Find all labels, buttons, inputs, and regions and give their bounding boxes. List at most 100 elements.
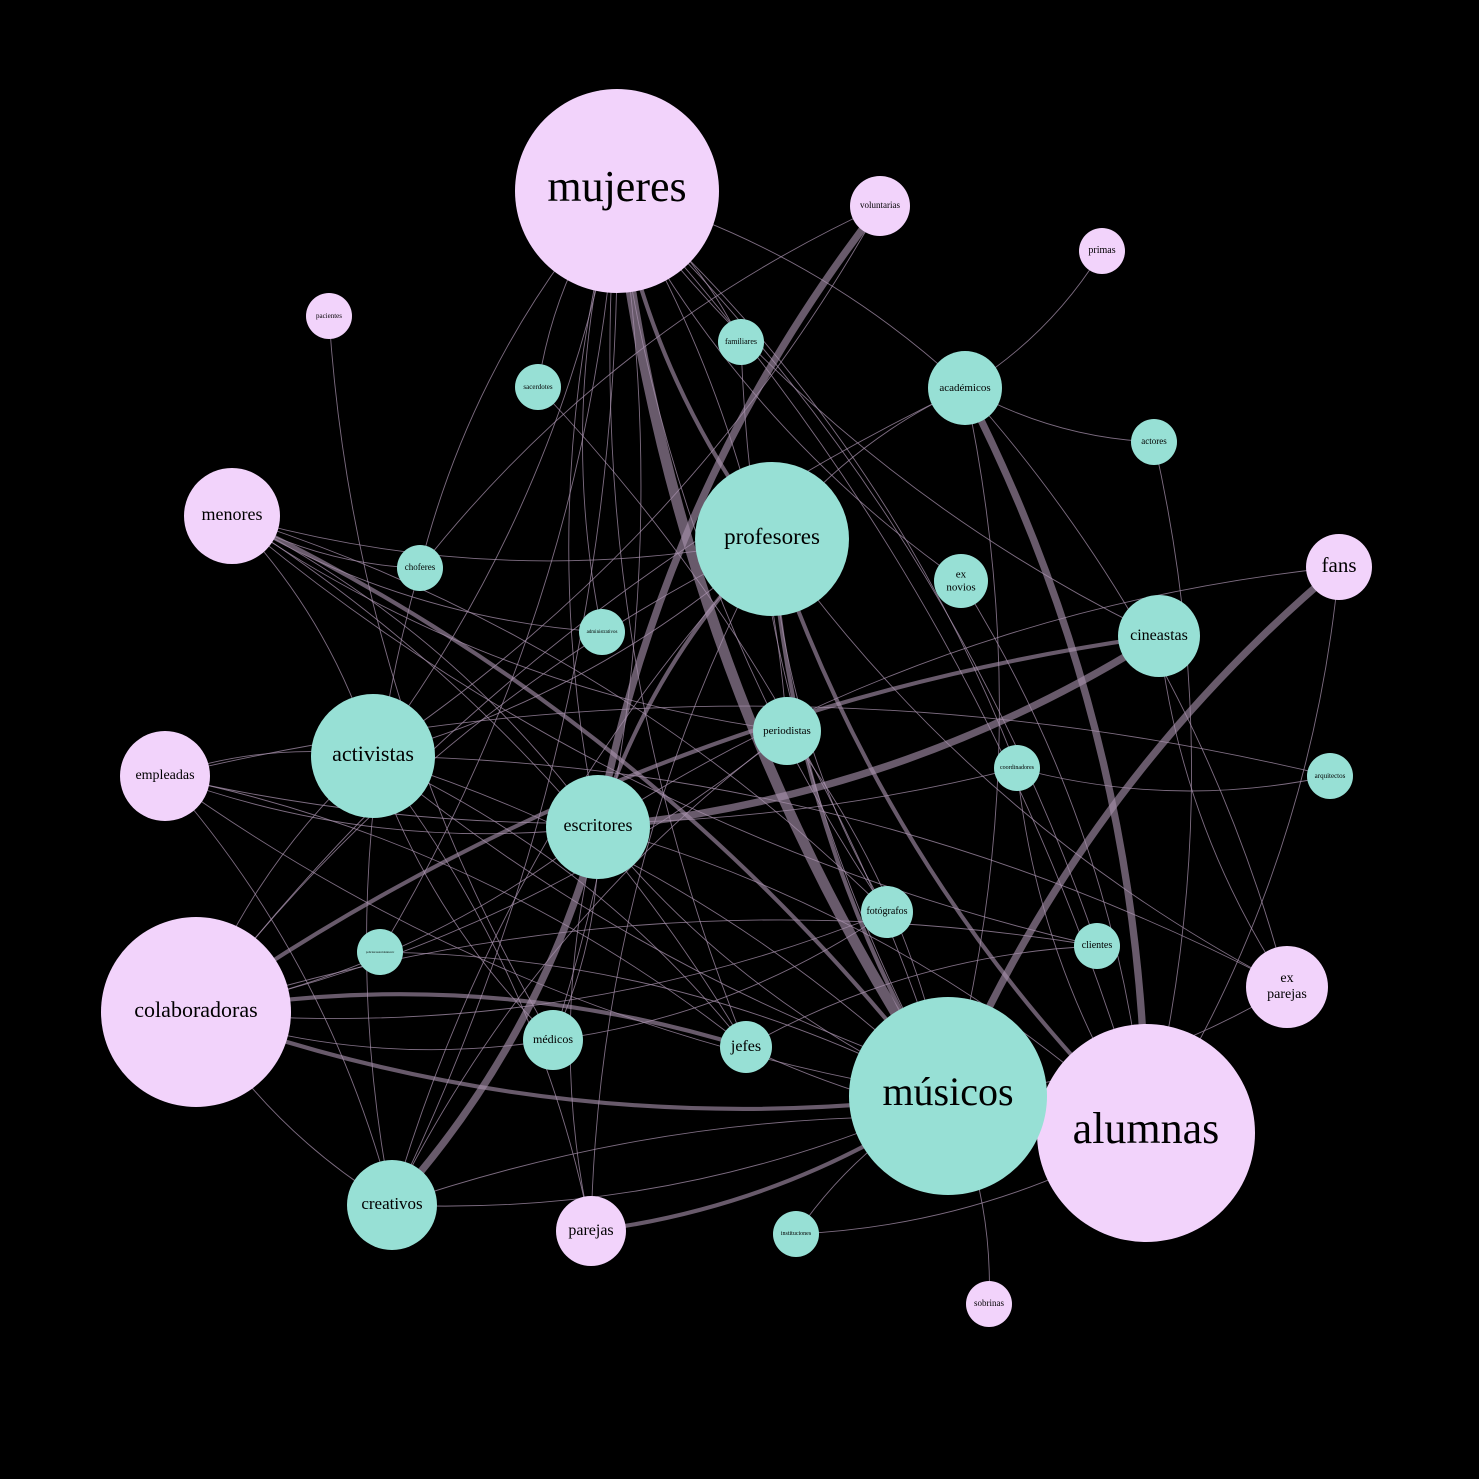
node-cineastas[interactable]: cineastas — [1118, 595, 1200, 677]
node-circle-menores[interactable] — [184, 468, 280, 564]
node-label-actores: actores — [1141, 436, 1167, 446]
node-circle-escritores[interactable] — [546, 775, 650, 879]
node-empleadas[interactable]: empleadas — [120, 731, 210, 821]
node-circle-fans[interactable] — [1306, 534, 1372, 600]
node-circle-familiares[interactable] — [718, 319, 764, 365]
node-instituciones[interactable]: instituciones — [773, 1211, 819, 1257]
node-circle-empleadas[interactable] — [120, 731, 210, 821]
edge-alumnas-academicos — [961, 386, 1150, 1134]
node-circle-fotografos[interactable] — [861, 886, 913, 938]
node-colaboradoras[interactable]: colaboradoras — [101, 917, 291, 1107]
node-musicos[interactable]: músicos — [849, 997, 1047, 1195]
node-circle-periodistas[interactable] — [753, 697, 821, 765]
node-circle-arquitectos[interactable] — [1307, 753, 1353, 799]
node-primas[interactable]: primas — [1079, 228, 1125, 274]
node-medicos[interactable]: médicos — [523, 1010, 583, 1070]
node-creativos[interactable]: creativos — [347, 1160, 437, 1250]
node-fotografos[interactable]: fotógrafos — [861, 886, 913, 938]
node-clientes[interactable]: clientes — [1074, 923, 1120, 969]
node-circle-administrativos[interactable] — [579, 609, 625, 655]
node-label-instituciones: instituciones — [781, 1231, 812, 1237]
node-label-academicos: académicos — [939, 382, 990, 394]
edge-academicos-musicos — [947, 387, 1000, 1097]
node-label-profesores: profesores — [724, 524, 820, 549]
node-sacerdotes[interactable]: sacerdotes — [515, 364, 561, 410]
node-circle-colaboradoras[interactable] — [101, 917, 291, 1107]
node-circle-sobrinas[interactable] — [966, 1281, 1012, 1327]
node-circle-alumnas[interactable] — [1037, 1024, 1255, 1242]
edges-layer — [164, 190, 1342, 1305]
node-circle-ex-novios[interactable] — [934, 554, 988, 608]
node-circle-voluntarias[interactable] — [850, 176, 910, 236]
edge-colaboradoras-cineastas — [194, 633, 1160, 1014]
node-circle-choferes[interactable] — [397, 545, 443, 591]
node-circle-academicos[interactable] — [928, 351, 1002, 425]
node-circle-jefes[interactable] — [720, 1021, 772, 1073]
edge-voluntarias-choferes — [419, 205, 881, 569]
node-label-jefes: jefes — [730, 1038, 761, 1055]
node-circle-parejas[interactable] — [556, 1196, 626, 1266]
node-familiares[interactable]: familiares — [718, 319, 764, 365]
node-sobrinas[interactable]: sobrinas — [966, 1281, 1012, 1327]
edge-activistas-jefes — [372, 755, 747, 1048]
node-circle-musicos[interactable] — [849, 997, 1047, 1195]
edge-colaboradoras-academicos — [195, 387, 966, 1013]
node-menores[interactable]: menores — [184, 468, 280, 564]
node-label-choferes: choferes — [405, 562, 436, 572]
node-label-periodistas: periodistas — [763, 725, 811, 737]
node-label-arquitectos: arquitectos — [1315, 772, 1346, 780]
node-label-colaboradoras: colaboradoras — [134, 997, 257, 1022]
edge-mujeres-medicos — [552, 190, 642, 1041]
edge-parejas-activistas — [372, 755, 592, 1232]
node-actores[interactable]: actores — [1131, 419, 1177, 465]
node-academicos[interactable]: académicos — [928, 351, 1002, 425]
node-circle-mujeres[interactable] — [515, 89, 719, 293]
node-parejas[interactable]: parejas — [556, 1196, 626, 1266]
node-circle-sacerdotes[interactable] — [515, 364, 561, 410]
node-voluntarias[interactable]: voluntarias — [850, 176, 910, 236]
edge-menores-periodistas — [231, 515, 788, 732]
node-circle-instituciones[interactable] — [773, 1211, 819, 1257]
node-jefes[interactable]: jefes — [720, 1021, 772, 1073]
node-circle-creativos[interactable] — [347, 1160, 437, 1250]
node-circle-clientes[interactable] — [1074, 923, 1120, 969]
node-circle-cineastas[interactable] — [1118, 595, 1200, 677]
node-escritores[interactable]: escritores — [546, 775, 650, 879]
node-circle-medicos[interactable] — [523, 1010, 583, 1070]
node-circle-policias[interactable] — [357, 929, 403, 975]
node-fans[interactable]: fans — [1306, 534, 1372, 600]
node-label-primas: primas — [1088, 245, 1115, 256]
node-label-coordinadores: coordinadores — [1000, 765, 1035, 771]
node-label-fotografos: fotógrafos — [866, 906, 907, 917]
node-choferes[interactable]: choferes — [397, 545, 443, 591]
node-pacientes[interactable]: pacientes — [306, 293, 352, 339]
edge-creativos-escritores — [389, 826, 602, 1208]
edge-fotografos-medicos — [552, 911, 888, 1041]
node-policias[interactable]: policías/autoridades/etc — [357, 929, 403, 975]
node-arquitectos[interactable]: arquitectos — [1307, 753, 1353, 799]
node-circle-actores[interactable] — [1131, 419, 1177, 465]
edge-clientes-jefes — [745, 945, 1098, 1048]
node-activistas[interactable]: activistas — [311, 694, 435, 818]
node-circle-primas[interactable] — [1079, 228, 1125, 274]
node-label-empleadas: empleadas — [135, 768, 194, 783]
node-circle-coordinadores[interactable] — [994, 745, 1040, 791]
node-circle-profesores[interactable] — [695, 462, 849, 616]
node-label-medicos: médicos — [533, 1032, 573, 1046]
node-circle-ex-parejas[interactable] — [1246, 946, 1328, 1028]
node-circle-pacientes[interactable] — [306, 293, 352, 339]
node-periodistas[interactable]: periodistas — [753, 697, 821, 765]
node-circle-activistas[interactable] — [311, 694, 435, 818]
node-mujeres[interactable]: mujeres — [515, 89, 719, 293]
node-profesores[interactable]: profesores — [695, 462, 849, 616]
node-coordinadores[interactable]: coordinadores — [994, 745, 1040, 791]
edge-menores-administrativos — [231, 515, 603, 633]
node-label-activistas: activistas — [332, 741, 414, 766]
node-label-creativos: creativos — [361, 1194, 422, 1213]
node-administrativos[interactable]: administrativos — [579, 609, 625, 655]
node-alumnas[interactable]: alumnas — [1037, 1024, 1255, 1242]
